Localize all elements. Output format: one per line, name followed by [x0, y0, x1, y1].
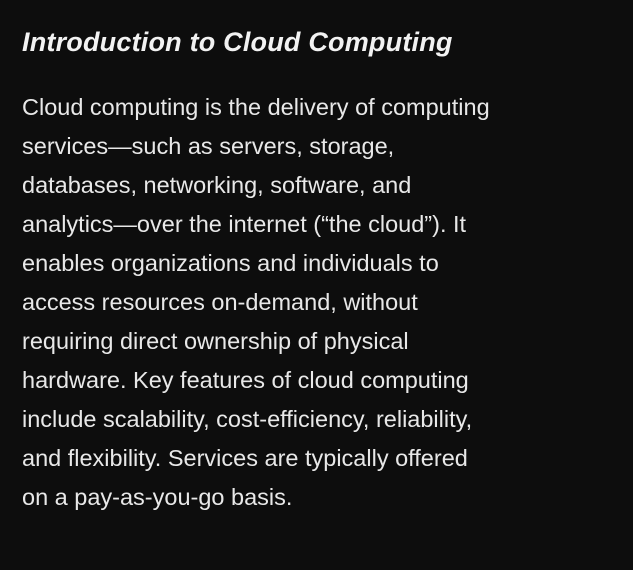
body-line: and flexibility. Services are typically … — [22, 445, 468, 471]
body-line: databases, networking, software, and — [22, 172, 412, 198]
body-line: Cloud computing is the delivery of compu… — [22, 94, 490, 120]
body-line: on a pay-as-you-go basis. — [22, 484, 293, 510]
body-line: include scalability, cost-efficiency, re… — [22, 406, 473, 432]
body-line: access resources on-demand, without — [22, 289, 418, 315]
article-title: Introduction to Cloud Computing — [22, 27, 453, 57]
body-line: analytics—over the internet (“the cloud”… — [22, 211, 467, 237]
body-line: requiring direct ownership of physical — [22, 328, 409, 354]
body-line: services—such as servers, storage, — [22, 133, 395, 159]
body-line: enables organizations and individuals to — [22, 250, 439, 276]
body-line: hardware. Key features of cloud computin… — [22, 367, 469, 393]
article-body: Cloud computing is the delivery of compu… — [22, 88, 611, 517]
